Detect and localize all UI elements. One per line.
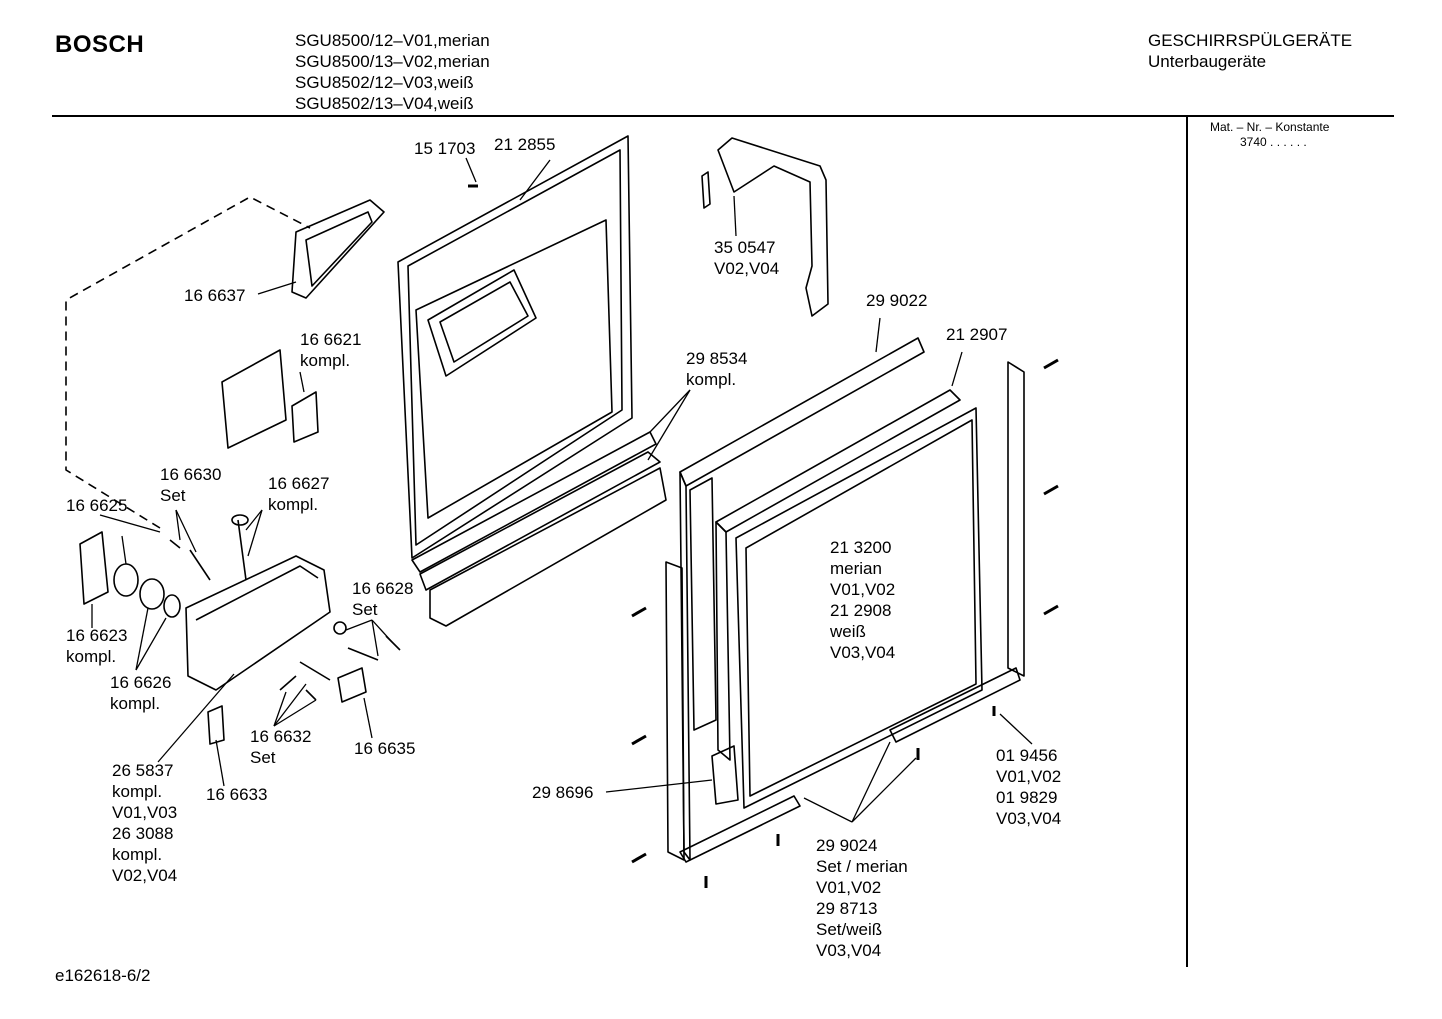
category-title: GESCHIRRSPÜLGERÄTE Unterbaugeräte [1148,30,1352,72]
part-label-212855: 21 2855 [494,135,556,154]
model-line: SGU8500/12–V01,merian [295,31,490,50]
brand-logo: BOSCH [55,31,145,58]
mat-title: Mat. – Nr. – Konstante [1210,120,1330,134]
assembly-dashed-line [65,196,311,529]
right-side-strip [1007,361,1025,677]
o-ring [163,594,181,618]
hinge-bracket [701,137,829,317]
category-line: Unterbaugeräte [1148,52,1267,71]
inner-door-panel [397,135,633,559]
part-label-166625: 16 6625 [66,496,128,515]
rinse-aid-panel [221,349,319,449]
part-label-166633: 16 6633 [206,785,268,804]
part-label-212907: 21 2907 [946,325,1008,344]
part-label-299022: 29 9022 [866,291,928,310]
hook-part [299,661,331,681]
part-label-166637: 16 6637 [184,286,246,305]
lower-trim-strip [889,667,1021,743]
pin-part [347,647,379,661]
float-cap [231,514,249,526]
model-line: SGU8500/13–V02,merian [295,52,490,71]
bracket-part [711,745,739,805]
part-label-151703: 15 1703 [414,139,476,158]
decor-panel [735,407,983,809]
part-label-298696: 29 8696 [532,783,594,802]
category-line: GESCHIRRSPÜLGERÄTE [1148,31,1353,50]
cap-part [139,578,165,610]
mat-value: 3740 . . . . . . [1240,135,1307,149]
lever-part [189,549,211,581]
float-pin [237,519,247,581]
drawing-code: e162618-6/2 [55,966,151,985]
header-divider [52,115,1394,117]
bottom-strip [679,795,801,863]
model-line: SGU8502/13–V04,weiß [295,94,474,113]
actuator-part [337,667,367,703]
model-list: SGU8500/12–V01,merian SGU8500/13–V02,mer… [295,30,490,114]
ball-part [333,621,347,635]
bottom-rail [411,431,667,627]
leader-lines [91,157,1033,823]
spring-small [305,689,317,701]
material-constant: Mat. – Nr. – Konstante 3740 . . . . . . [1210,120,1329,150]
cover-part [79,531,109,605]
gasket [291,199,385,299]
sidebar-divider [1186,117,1188,967]
seal-ring [113,563,139,597]
spring-clip [169,539,181,549]
clip-part [279,675,297,691]
decor-frame [715,389,961,761]
small-plate [207,705,225,745]
screw-set [468,184,1059,888]
detergent-dispenser [185,555,331,691]
model-line: SGU8502/12–V03,weiß [295,73,474,92]
part-label-166635: 16 6635 [354,739,416,758]
